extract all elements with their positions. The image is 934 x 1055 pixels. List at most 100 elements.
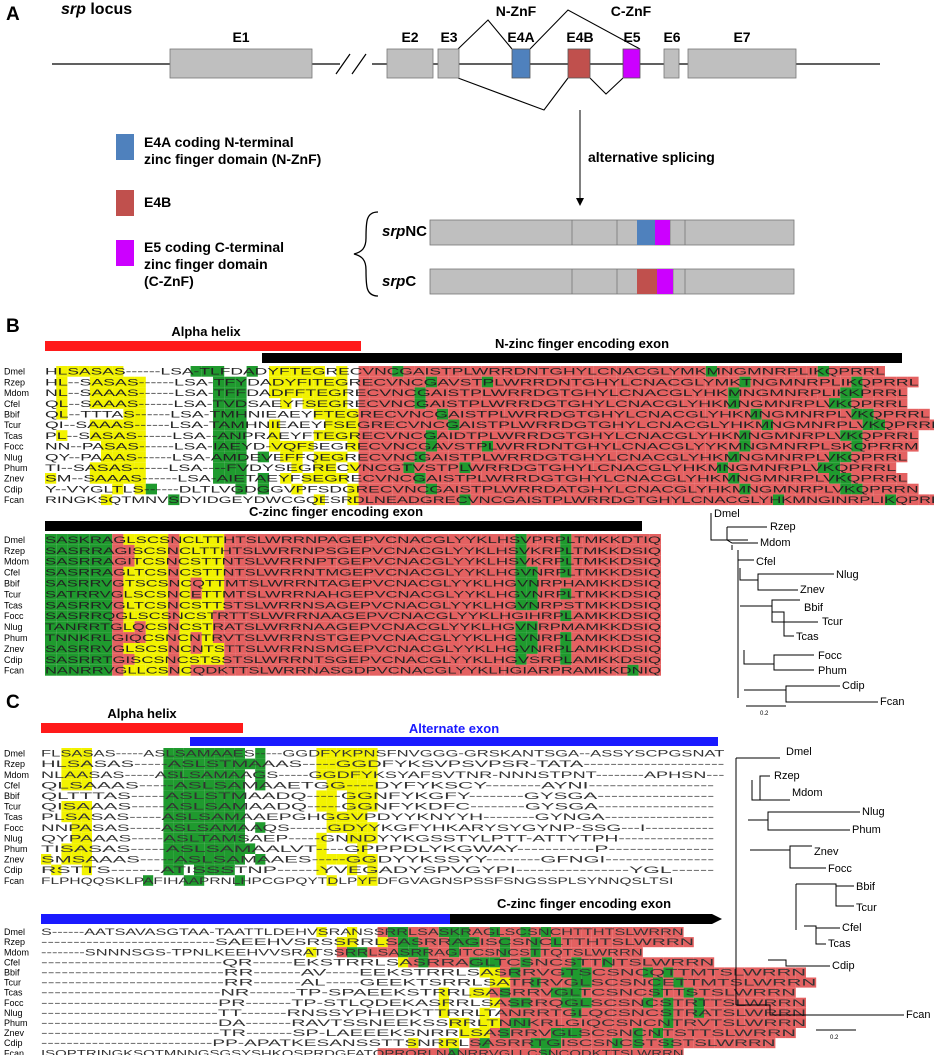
residue-cell [638, 643, 650, 654]
residue-cell [302, 366, 314, 377]
residue-cell [885, 430, 897, 441]
residue-cell [269, 599, 281, 611]
tree-branch [789, 850, 826, 869]
residue-cell [734, 967, 745, 978]
residue-cell [907, 483, 919, 495]
legend-swatch-e5 [116, 240, 134, 266]
residue-cell [728, 473, 740, 484]
residue-cell [649, 544, 661, 556]
residue-cell [829, 451, 841, 463]
residue-cell [493, 483, 505, 495]
residue-cell [78, 588, 90, 600]
residue-cell [561, 927, 572, 938]
residue-cell [493, 387, 505, 399]
residue-cell [235, 430, 247, 441]
exon-labels: E1 E2 E3 E4A E4B E5 E6 E7 N-ZnF C-ZnF [232, 3, 750, 45]
residue-cell [213, 577, 225, 589]
residue-cell [403, 534, 415, 545]
residue-cell [313, 451, 325, 463]
residue-cell [134, 473, 146, 484]
residue-cell [560, 483, 572, 495]
alignment-row: QY--PAAAS------LSA-AMDEVEFFQEGRECVNCGAIS… [45, 451, 908, 463]
residue-cell [479, 1038, 490, 1049]
residue-cell [168, 621, 180, 633]
residue-cell [500, 1038, 511, 1049]
species-label: Rzep [4, 377, 25, 387]
residue-cell [414, 621, 426, 633]
residue-cell [280, 588, 292, 600]
residue-cell [549, 632, 561, 643]
residue-cell [526, 566, 538, 578]
tree-leaf-label: Dmel [714, 508, 740, 520]
sequence-text: HL--SASAS------LSA-TFYDADYFITEGRECVNCGAV… [45, 377, 919, 388]
residue-cell [526, 599, 538, 611]
residue-cell [325, 664, 337, 676]
residue-cell [896, 398, 908, 409]
residue-cell [403, 473, 415, 484]
residue-cell [280, 366, 292, 377]
residue-cell [101, 376, 113, 388]
residue-cell [500, 957, 511, 968]
residue-cell [224, 832, 235, 844]
residue-cell [78, 643, 90, 654]
residue-cell [381, 566, 393, 578]
residue-cell [717, 440, 729, 452]
residue-cell [398, 927, 409, 938]
residue-cell [493, 534, 505, 545]
residue-cell [313, 610, 325, 622]
residue-cell [470, 387, 482, 399]
residue-cell [470, 430, 482, 441]
residue-cell [291, 544, 303, 556]
residue-cell [403, 621, 415, 633]
residue-cell [56, 430, 68, 441]
residue-cell [885, 398, 897, 409]
residue-cell [829, 366, 841, 377]
residue-cell [785, 997, 796, 1008]
break-mark-2 [351, 53, 367, 75]
residue-cell [605, 451, 617, 463]
residue-cell [425, 408, 437, 420]
residue-cell [347, 544, 359, 556]
residue-cell [459, 387, 471, 399]
residue-cell [504, 577, 516, 589]
residue-cell [347, 408, 359, 420]
residue-cell [642, 997, 653, 1008]
residue-cell [540, 977, 551, 988]
residue-cell [593, 430, 605, 441]
residue-cell [885, 473, 897, 484]
residue-cell [357, 843, 368, 854]
residue-cell [45, 664, 57, 676]
residue-cell [504, 451, 516, 463]
residue-cell [602, 947, 613, 958]
residue-cell [549, 653, 561, 665]
residue-cell [235, 566, 247, 578]
residue-cell [481, 494, 493, 506]
residue-cell [71, 832, 82, 844]
residue-cell [459, 947, 470, 958]
residue-cell [336, 653, 348, 665]
residue-cell [705, 451, 717, 463]
residue-cell [291, 577, 303, 589]
exon-e4b [567, 48, 591, 79]
residue-cell [537, 430, 549, 441]
residue-cell [795, 419, 807, 431]
species-label: Cdip [4, 655, 23, 665]
residue-cell [448, 376, 460, 388]
residue-cell [862, 398, 874, 409]
residue-cell [526, 387, 538, 399]
residue-cell [571, 430, 583, 441]
residue-cell [336, 387, 348, 399]
residue-cell [817, 376, 829, 388]
residue-cell [612, 997, 623, 1008]
residue-cell [78, 555, 90, 567]
residue-cell [795, 430, 807, 441]
residue-cell [214, 843, 225, 854]
residue-cell [61, 843, 72, 854]
exon-e7 [687, 48, 797, 79]
residue-cell [479, 947, 490, 958]
species-label: Mdom [4, 388, 29, 398]
residue-cell [806, 376, 818, 388]
residue-cell [291, 610, 303, 622]
residue-cell [551, 937, 562, 948]
residue-cell [168, 664, 180, 676]
